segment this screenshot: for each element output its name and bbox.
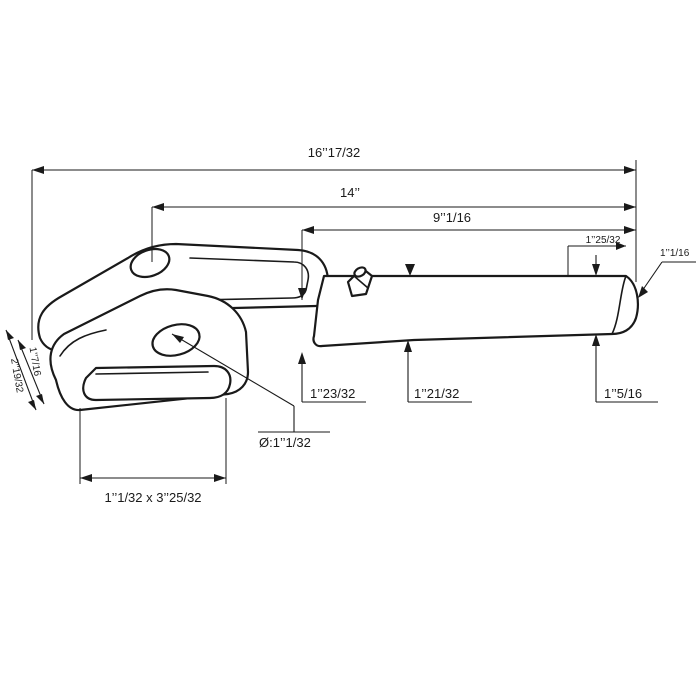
label-shank-mid-dia: 1’’21/32 xyxy=(414,386,459,401)
label-pin-hole-dia: Ø:1’’1/32 xyxy=(259,435,311,450)
drawbar-part xyxy=(37,242,639,412)
fork-gap-edge xyxy=(59,329,107,357)
dimension-top-marker xyxy=(405,264,415,276)
label-chamfer-length: 1’’25/32 xyxy=(586,235,621,246)
lower-fork-slot xyxy=(82,364,232,402)
upper-fork-slot xyxy=(189,257,310,301)
grease-nipple xyxy=(346,266,374,298)
lower-fork-slot-inner xyxy=(95,371,209,375)
upper-fork-hole xyxy=(129,247,171,279)
label-shank-length: 9’’1/16 xyxy=(433,210,471,225)
label-fork-gap: 1’’7/16 xyxy=(27,346,43,377)
dimension-shank-start-dia: 1’’23/32 xyxy=(298,352,366,403)
label-clevis-to-end: 14’’ xyxy=(340,185,360,200)
label-shank-start-dia: 1’’23/32 xyxy=(310,386,355,401)
shank-body xyxy=(312,274,639,348)
label-overall-length: 16’’17/32 xyxy=(308,145,361,160)
dimension-chamfer-size: 1’’1/16 xyxy=(638,248,696,298)
dimension-shank-end-dia: 1’’5/16 xyxy=(592,334,658,403)
dimension-shank-length: 9’’1/16 xyxy=(298,210,636,300)
dimension-overall-length: 16’’17/32 xyxy=(31,145,637,340)
label-chamfer-size: 1’’1/16 xyxy=(660,248,690,259)
label-shank-end-dia: 1’’5/16 xyxy=(604,386,642,401)
dimension-clevis-to-end: 14’’ xyxy=(151,185,636,262)
dimension-slot-size: 1’’1/32 x 3’’25/32 xyxy=(79,398,227,505)
shank-chamfer-line xyxy=(611,275,627,335)
lower-fork-pin-hole xyxy=(151,323,201,357)
dimension-chamfer-length: 1’’25/32 xyxy=(567,235,626,276)
dimension-shank-mid-dia: 1’’21/32 xyxy=(404,340,472,403)
label-slot-size: 1’’1/32 x 3’’25/32 xyxy=(104,490,201,505)
dimension-fork-gap: 1’’7/16 xyxy=(17,339,45,405)
label-fork-width: 2’’19/32 xyxy=(8,357,25,394)
dimension-pin-hole-dia: Ø:1’’1/32 xyxy=(171,333,330,450)
